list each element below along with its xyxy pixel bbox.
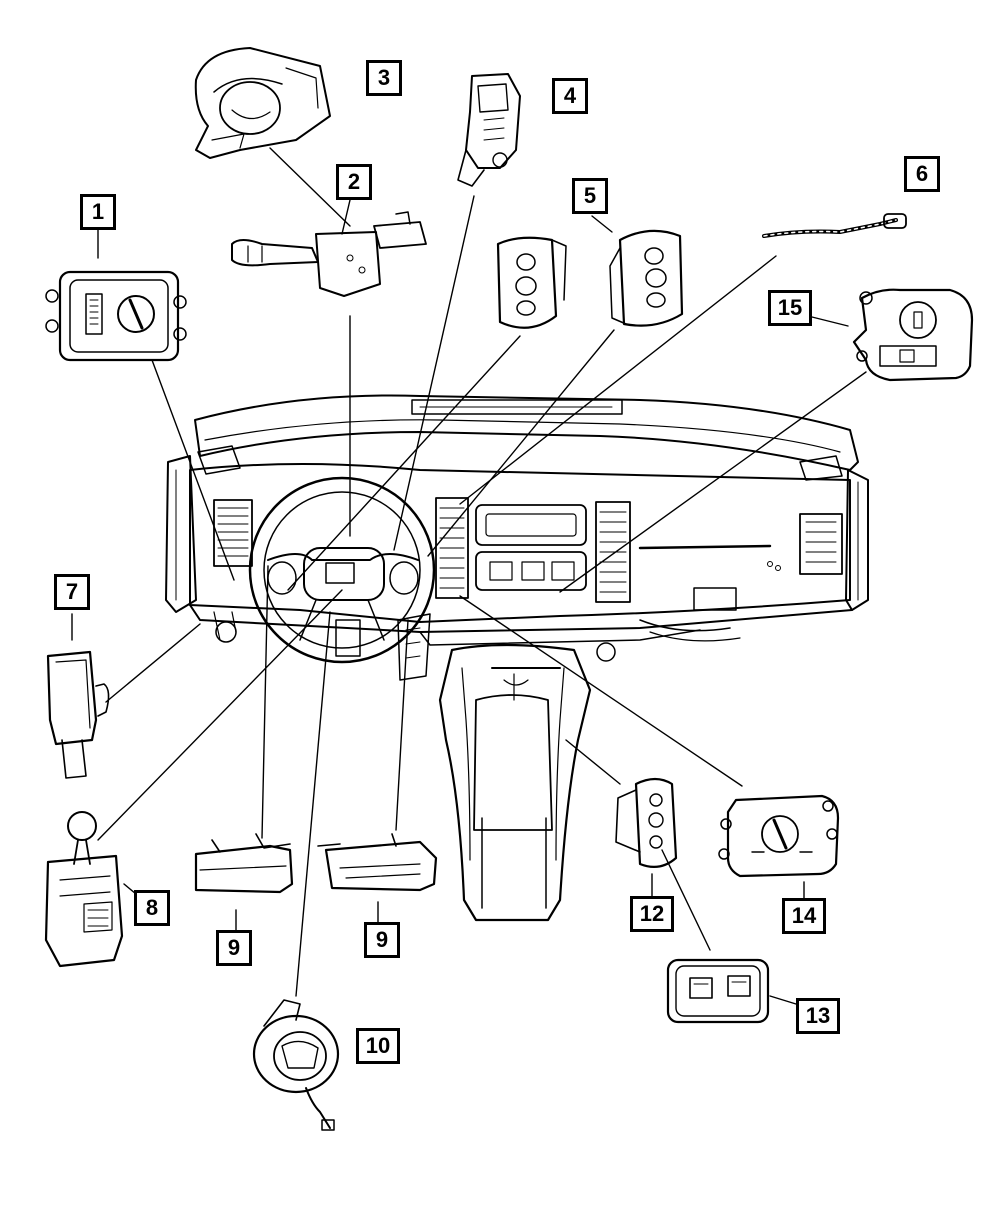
callout-15: 15	[768, 290, 812, 326]
part-1-headlamp-switch	[45, 270, 187, 362]
part-3-clockspring	[194, 47, 331, 159]
callout-10: 10	[356, 1028, 400, 1064]
callout-8: 8	[134, 890, 170, 926]
center-console-drawing	[438, 643, 592, 922]
part-12-switch	[615, 777, 678, 869]
part-15-ignition-switch	[852, 288, 974, 382]
part-9-left-module	[194, 833, 294, 894]
callout-5: 5	[572, 178, 608, 214]
part-6-lead	[762, 213, 907, 238]
part-4-switch-bracket	[457, 73, 521, 187]
callout-3: 3	[366, 60, 402, 96]
callout-6: 6	[904, 156, 940, 192]
part-7-switch	[46, 650, 110, 779]
part-2-multifunction-switch	[231, 211, 427, 297]
part-14-control-switch	[718, 794, 840, 878]
part-10-clockspring	[252, 999, 340, 1131]
part-9-right-module	[317, 833, 438, 892]
callout-2: 2	[336, 164, 372, 200]
part-13-switch-bezel	[666, 958, 770, 1024]
leader-lines	[71, 147, 867, 1005]
callout-4: 4	[552, 78, 588, 114]
part-8-shifter	[44, 811, 124, 968]
steering-wheel-drawing	[248, 476, 436, 681]
part-5-switch-pods	[496, 229, 684, 329]
instrument-panel-drawing	[165, 394, 869, 662]
callout-12: 12	[630, 896, 674, 932]
callout-7: 7	[54, 574, 90, 610]
callout-1: 1	[80, 194, 116, 230]
callout-9-left: 9	[216, 930, 252, 966]
callout-14: 14	[782, 898, 826, 934]
callout-13: 13	[796, 998, 840, 1034]
callout-9-right: 9	[364, 922, 400, 958]
